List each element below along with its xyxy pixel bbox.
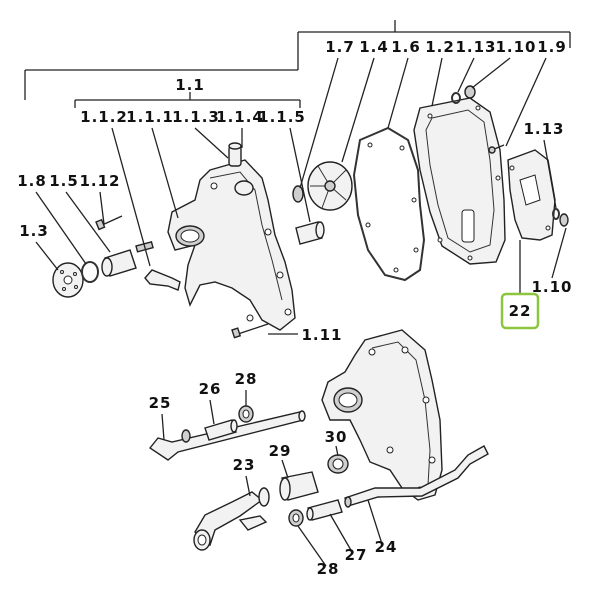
- stud-1-9: [488, 144, 505, 154]
- label-1-9: 1.9: [537, 38, 567, 56]
- hose-elbow-23: [193, 487, 270, 551]
- clamp-28-upper: [238, 405, 254, 423]
- label-1-1-2: 1.1.2: [80, 108, 128, 126]
- bolt-1-11: [231, 323, 269, 339]
- pipe-24: [344, 445, 489, 508]
- sleeve-27: [306, 499, 343, 521]
- gasket-1-4: [352, 126, 426, 282]
- callout-label-22: 22: [509, 302, 532, 320]
- clamp-30: [327, 454, 349, 474]
- clamp-28-lower: [288, 509, 304, 527]
- label-1-5: 1.5: [49, 172, 79, 190]
- label-28-bottom: 28: [317, 560, 340, 578]
- nut-1-10-right: [559, 213, 569, 227]
- elbow-1-1-2: [144, 269, 181, 291]
- cover-plate-1-2: [413, 97, 506, 265]
- label-24: 24: [375, 538, 398, 556]
- sleeve-26: [204, 419, 238, 441]
- label-1-1: 1.1: [175, 76, 205, 94]
- label-25: 25: [149, 394, 172, 412]
- bearing-1-5: [101, 241, 154, 277]
- hose-25: [148, 410, 306, 461]
- label-1-1-4: 1.1.4: [216, 108, 264, 126]
- pump-housing-upper: [167, 142, 296, 331]
- bolt-1-12: [95, 215, 123, 231]
- nut-1-10-top: [464, 85, 476, 99]
- label-1-1-1: 1.1.1: [126, 108, 174, 126]
- label-26: 26: [199, 380, 222, 398]
- clamp-25-end: [181, 429, 191, 443]
- oring-1-8: [81, 261, 99, 283]
- sleeve-29: [279, 471, 319, 501]
- washer-1-13-top: [451, 92, 461, 104]
- label-30: 30: [325, 428, 348, 446]
- label-1-4: 1.4: [359, 38, 389, 56]
- label-23: 23: [233, 456, 256, 474]
- label-29: 29: [269, 442, 292, 460]
- pump-housing-lower: [321, 329, 443, 501]
- label-1-1-3: 1.1.3: [172, 108, 220, 126]
- label-1-2: 1.2: [425, 38, 455, 56]
- impeller-1-7: [292, 161, 353, 211]
- label-1-10-right: 1.10: [531, 278, 572, 296]
- washer-1-13-right: [552, 208, 560, 220]
- label-1-3: 1.3: [19, 222, 49, 240]
- hub-flange-1-3: [52, 262, 84, 298]
- label-1-1-5: 1.1.5: [258, 108, 306, 126]
- label-1-8: 1.8: [17, 172, 47, 190]
- label-1-12: 1.12: [79, 172, 120, 190]
- label-1-10-top: 1.10: [495, 38, 536, 56]
- label-1-13-top: 1.13: [455, 38, 496, 56]
- tube-1-1-5: [295, 221, 325, 245]
- part-labels: 1.1 1.1.2 1.1.1 1.1.3 1.1.4 1.1.5 1.7 1.…: [17, 38, 572, 578]
- label-28-top: 28: [235, 370, 258, 388]
- sub-bracket-assembly-1-1: [74, 92, 301, 108]
- highlight-callout-22[interactable]: 22: [500, 292, 540, 330]
- leader-lines: [35, 57, 567, 567]
- label-1-13-right: 1.13: [523, 120, 564, 138]
- label-1-6: 1.6: [391, 38, 421, 56]
- top-bracket-assembly-1: [24, 20, 571, 100]
- label-27: 27: [345, 546, 368, 564]
- plate-22: [507, 149, 556, 241]
- label-1-7: 1.7: [325, 38, 355, 56]
- label-1-11: 1.11: [301, 326, 342, 344]
